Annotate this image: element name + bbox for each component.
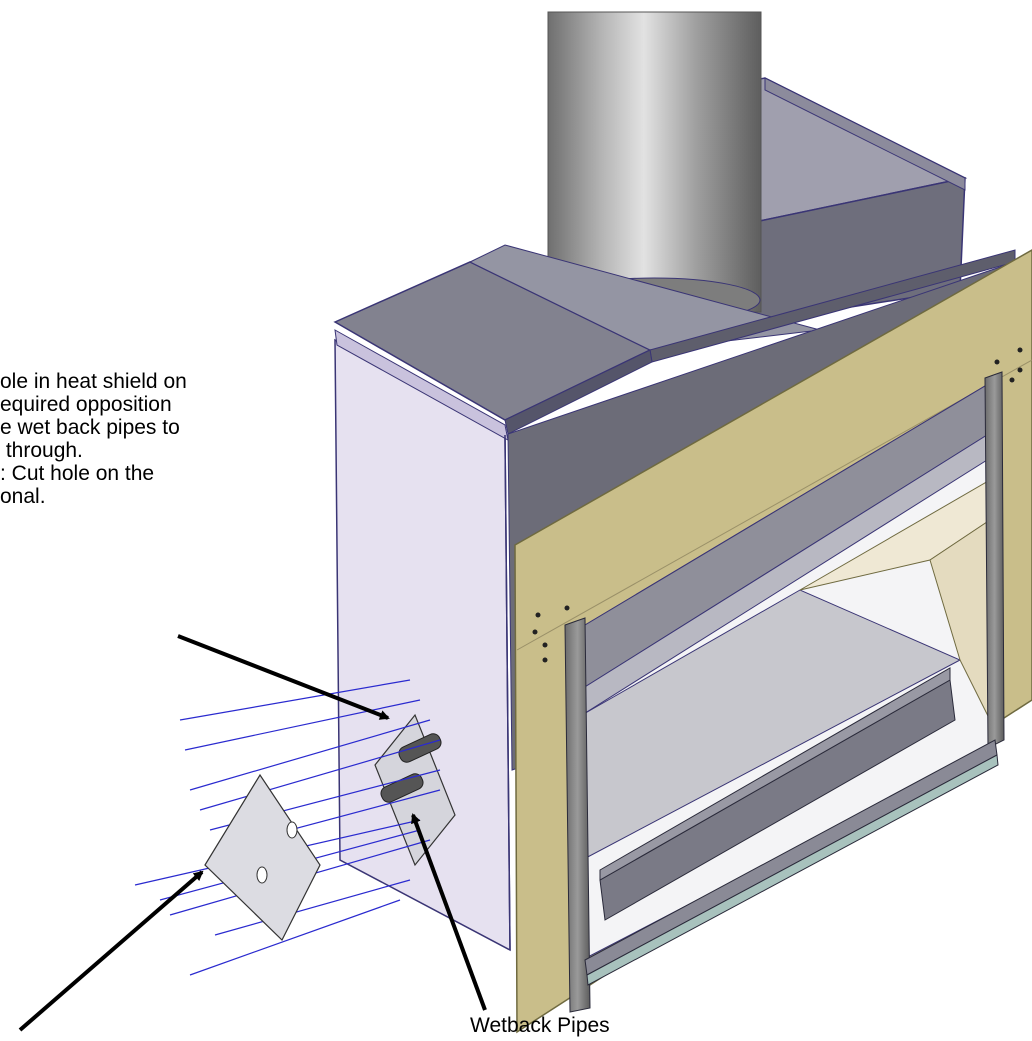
note-line: ole in heat shield on: [0, 370, 187, 393]
firebox-opening: [579, 379, 996, 961]
arrow-wetback-pipes: [411, 813, 487, 1011]
arrow-loose-plate: [18, 870, 204, 1032]
wetback-pipes-label: Wetback Pipes: [470, 1014, 610, 1037]
fire-grate: [599, 667, 956, 921]
opening-frame-posts: [564, 371, 1005, 1013]
note-line: e wet back pipes to: [0, 416, 180, 439]
heat-shield-plate-mounted: [374, 713, 456, 867]
note-line: onal.: [0, 485, 46, 508]
firebox-side-panel: [334, 329, 511, 952]
heat-shield-plate-loose: [204, 773, 321, 941]
note-line: : Cut hole on the: [0, 462, 155, 485]
arrow-heat-shield: [177, 634, 390, 720]
note-line: equired opposition: [0, 393, 172, 416]
firebox-top-cover: [333, 244, 1016, 435]
heat-shield-note: ole in heat shield on equired opposition…: [0, 370, 187, 508]
callout-arrows: [18, 634, 487, 1032]
note-line: through.: [0, 439, 83, 462]
